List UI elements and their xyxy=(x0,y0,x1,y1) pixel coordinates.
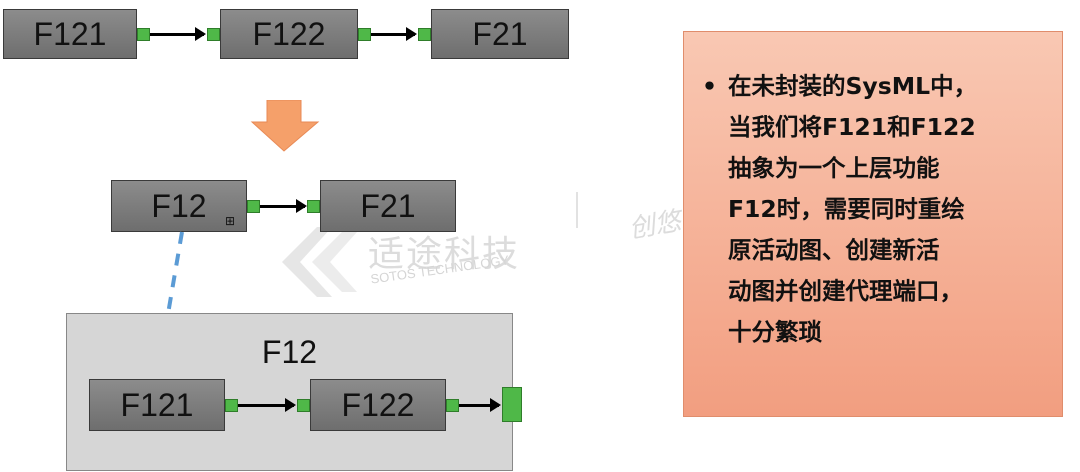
note-box: • 在未封装的SysML中， 当我们将F121和F122 抽象为一个上层功能 F1… xyxy=(683,31,1063,417)
block-f121-inner: F121 xyxy=(89,379,225,431)
note-text: 动图并创建代理端口， xyxy=(728,277,963,305)
note-line: 当我们将F121和F122 xyxy=(702,107,1048,148)
port-f21-in xyxy=(418,28,431,41)
port-f12-out xyxy=(247,200,260,213)
port-f122-inner-out xyxy=(446,399,459,412)
note-line: 原活动图、创建新活 xyxy=(702,230,1048,271)
proxy-port xyxy=(502,387,522,422)
port-f121-inner-out xyxy=(225,399,238,412)
block-f21-mid: F21 xyxy=(320,180,456,232)
note-text: 抽象为一个上层功能 xyxy=(728,154,940,182)
flow-arrow xyxy=(150,27,206,41)
watermark-brand: 适途科技 xyxy=(368,234,521,275)
flow-arrow xyxy=(459,398,501,412)
flow-arrow xyxy=(238,398,296,412)
note-text: 十分繁琐 xyxy=(728,318,822,346)
flow-arrow xyxy=(371,27,417,41)
port-f122-out xyxy=(358,28,371,41)
block-f12-label: F12 xyxy=(151,187,207,224)
note-text: F12时，需要同时重绘 xyxy=(728,195,965,223)
flow-arrow xyxy=(260,199,307,213)
block-f12-mid: F12 xyxy=(111,180,247,232)
note-line: F12时，需要同时重绘 xyxy=(702,189,1048,230)
note-line: 动图并创建代理端口， xyxy=(702,271,1048,312)
note-text: 当我们将F121和F122 xyxy=(728,113,976,141)
note-text: 原活动图、创建新活 xyxy=(728,236,940,264)
port-f121-out xyxy=(137,28,150,41)
block-f122-top: F122 xyxy=(220,9,358,59)
port-f122-in xyxy=(207,28,220,41)
port-f122-inner-in xyxy=(297,399,310,412)
watermark-logo xyxy=(282,227,357,297)
note-line: • 在未封装的SysML中， xyxy=(702,66,1048,107)
note-line: 十分繁琐 xyxy=(702,312,1048,353)
block-f122-inner: F122 xyxy=(310,379,446,431)
note-text: 在未封装的SysML中， xyxy=(728,72,978,100)
bullet-icon: • xyxy=(702,72,718,100)
dashed-connector xyxy=(166,231,184,315)
note-line: 抽象为一个上层功能 xyxy=(702,148,1048,189)
rake-icon: ⊞ xyxy=(225,214,236,228)
block-f121-top: F121 xyxy=(3,9,137,59)
port-f21-in xyxy=(307,200,320,213)
watermark-divider xyxy=(576,192,578,228)
container-title: F12 xyxy=(261,334,318,370)
block-f21-top: F21 xyxy=(431,9,569,59)
down-arrow-icon xyxy=(250,100,320,152)
